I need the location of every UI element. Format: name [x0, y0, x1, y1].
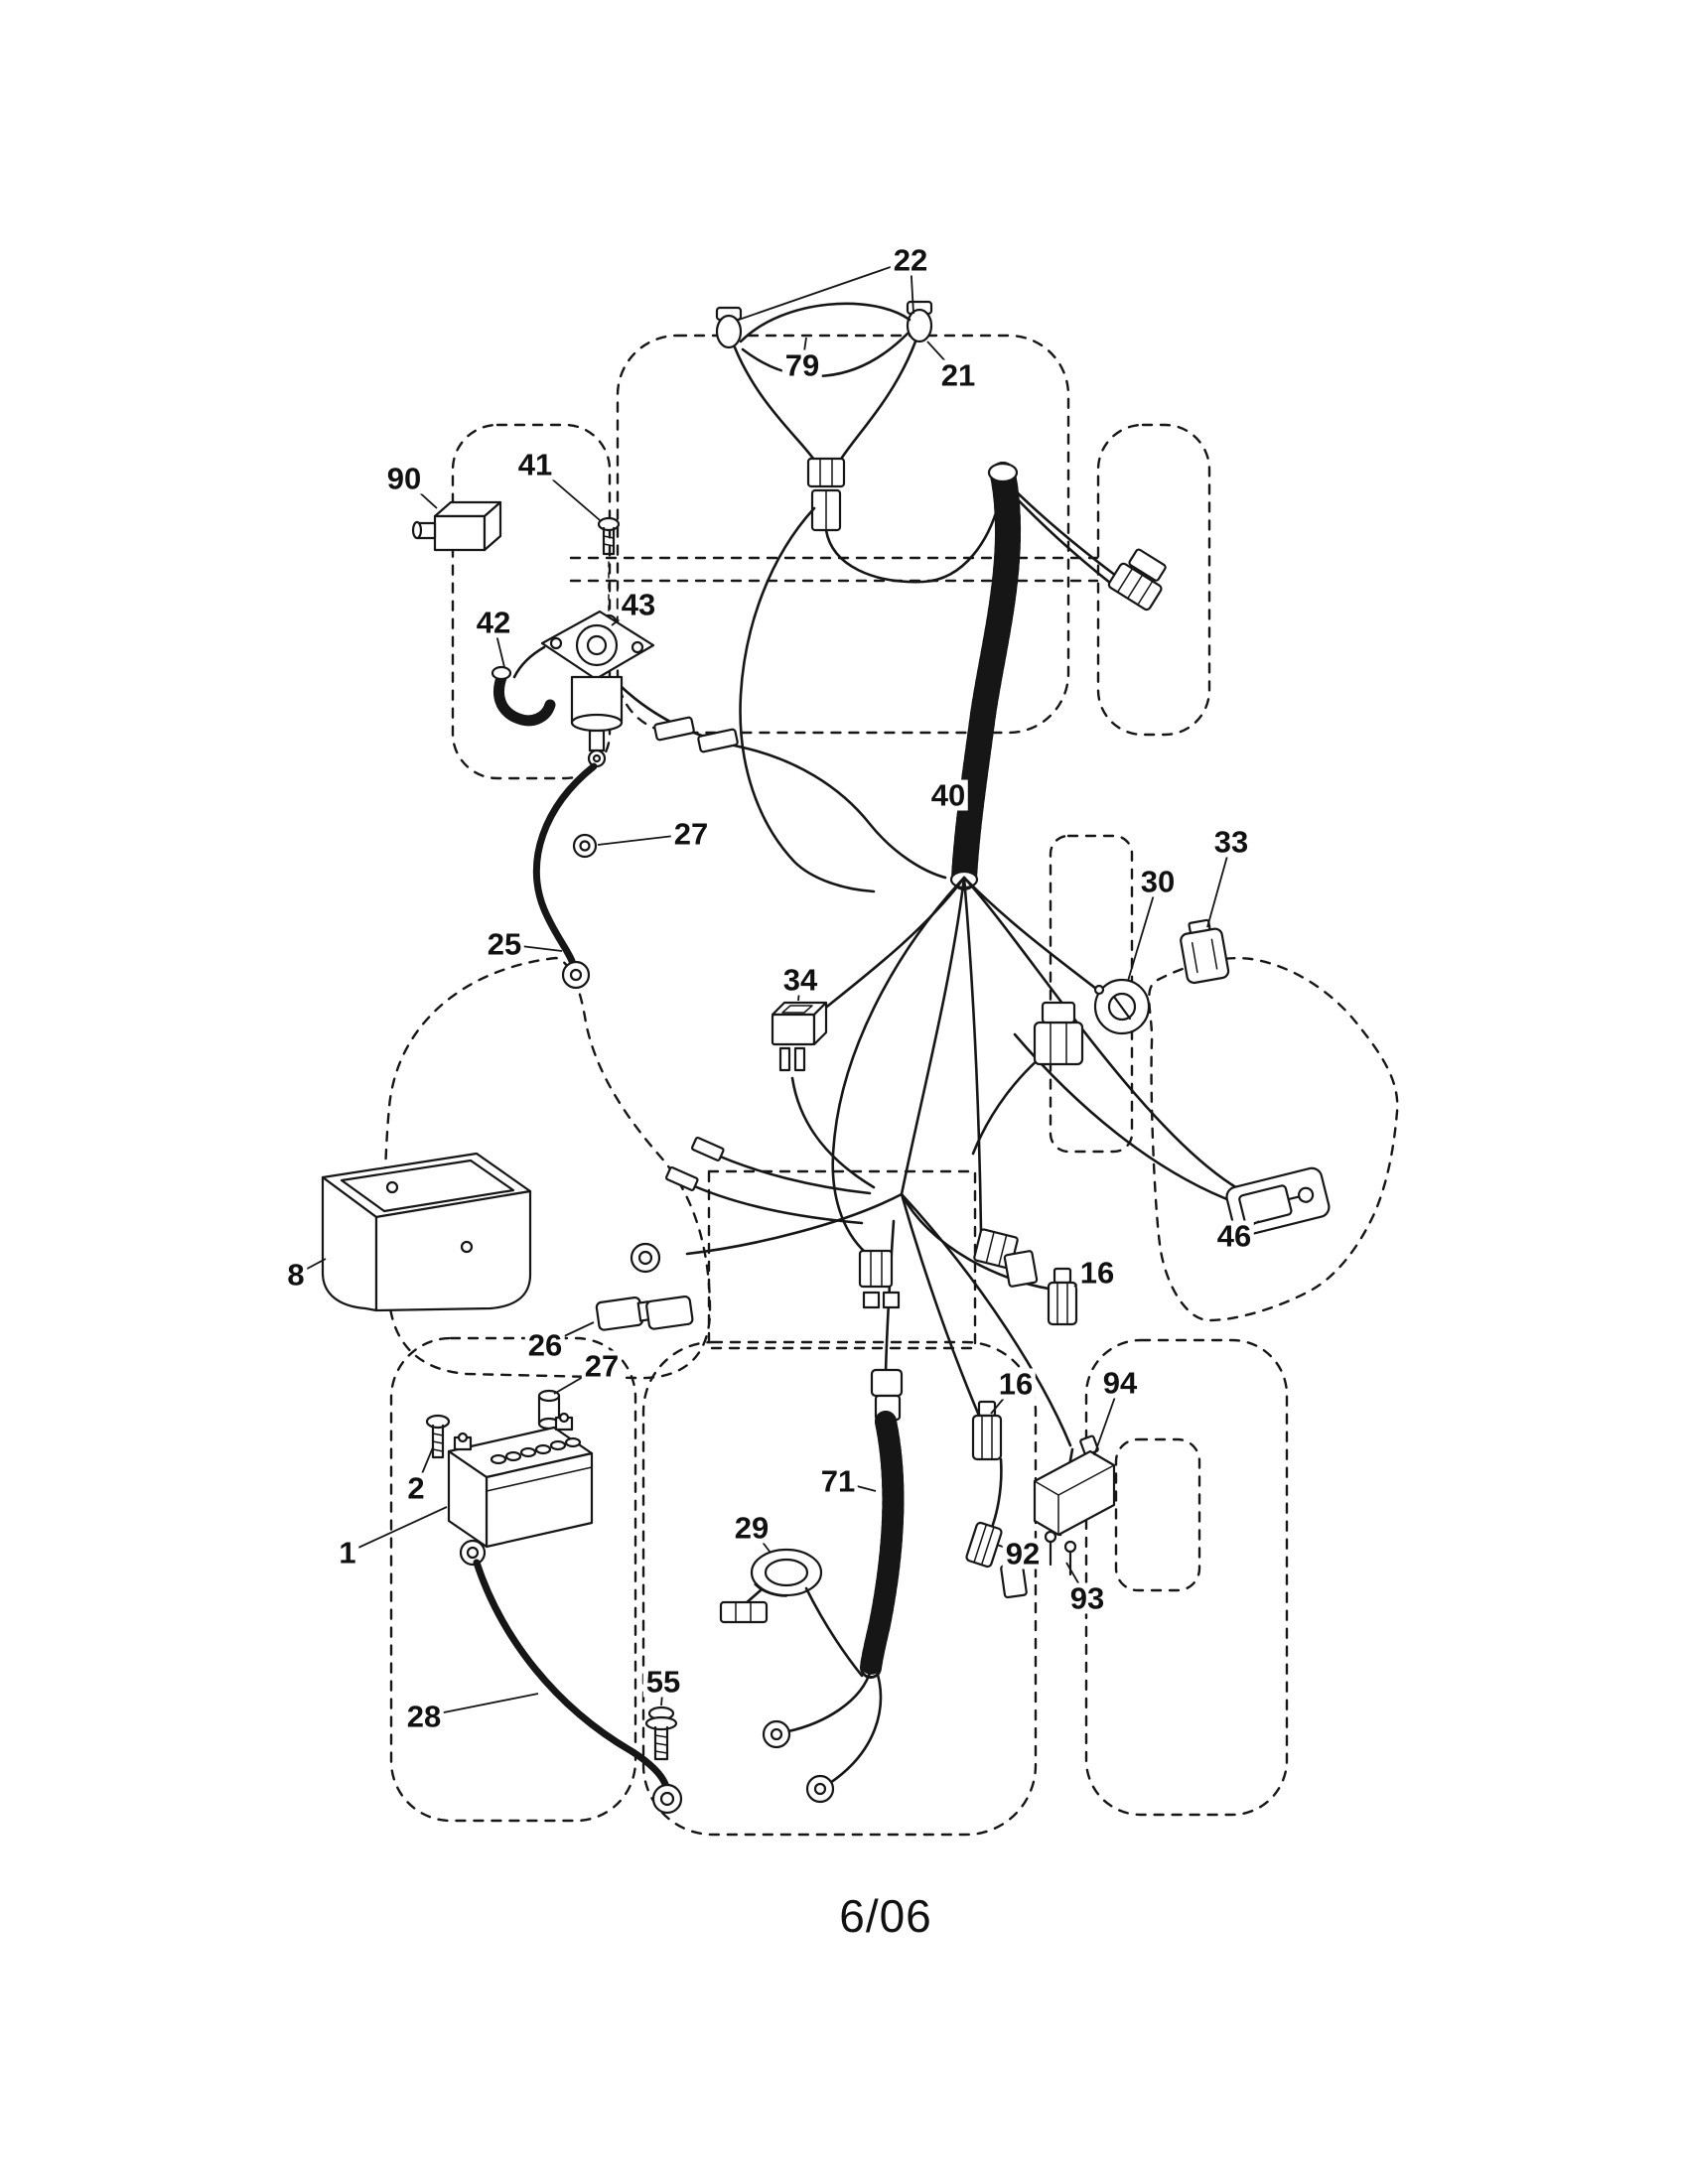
key-set-illustration: [1225, 1166, 1331, 1237]
part-number-label: 79: [781, 349, 823, 381]
battery-illustration: [447, 1412, 594, 1549]
part-number-label: 1: [336, 1537, 359, 1569]
relay-box-illustration: [411, 500, 502, 552]
fuse-illustration: [1180, 918, 1230, 985]
part-number-label: 27: [670, 818, 712, 850]
part-number-label: 43: [618, 589, 659, 620]
harness-conduit-illustration: [949, 462, 1022, 890]
part-number-label: 8: [284, 1259, 308, 1291]
part-number-label: 30: [1137, 866, 1179, 897]
connector-92-illustration: [965, 1521, 1028, 1599]
part-number-label: 28: [403, 1701, 445, 1732]
part-number-label: 29: [731, 1512, 772, 1544]
ground-strap-illustration: [532, 762, 598, 990]
part-number-label: 92: [1002, 1538, 1044, 1570]
ground-cable-illustration: [459, 1539, 683, 1815]
connector-16-upper-illustration: [1047, 1267, 1078, 1326]
bracket-illustration: [1033, 1434, 1116, 1537]
grommet-illustration: [491, 665, 556, 727]
part-number-label: 27: [581, 1350, 623, 1382]
bracket-screws-illustration: [1044, 1530, 1077, 1576]
part-number-label: 21: [937, 359, 979, 391]
callout-leader-line: [738, 259, 912, 321]
headlight-wiring-illustration: [715, 300, 1003, 584]
callout-leader-line: [1127, 881, 1159, 982]
part-number-label: 93: [1066, 1582, 1108, 1614]
ignition-switch-illustration: [1033, 978, 1151, 1066]
part-number-label: 42: [473, 607, 514, 638]
part-number-label: 16: [995, 1368, 1037, 1400]
interlock-switch-illustration: [771, 1001, 828, 1072]
battery-bolt-illustration: [425, 1414, 451, 1459]
solenoid-illustration: [512, 610, 655, 768]
coiled-lead-illustration: [762, 1368, 905, 1804]
horn-illustration: [719, 1548, 864, 1678]
part-number-label: 25: [484, 928, 525, 960]
part-number-label: 55: [642, 1666, 684, 1698]
wiring-harness-illustration: [620, 480, 1241, 1537]
part-number-label: 41: [514, 449, 556, 480]
washer-illustration: [572, 833, 598, 859]
spacer-illustration: [537, 1389, 561, 1431]
part-number-label: 71: [817, 1465, 859, 1497]
part-number-label: 33: [1210, 826, 1252, 858]
battery-box-illustration: [321, 1152, 532, 1312]
date-code: 6/06: [839, 1890, 932, 1942]
part-number-label: 26: [524, 1329, 566, 1361]
part-number-label: 40: [927, 779, 969, 811]
connector-16-lower-illustration: [971, 1400, 1003, 1461]
ground-bolt-illustration: [644, 1706, 678, 1761]
part-number-label: 22: [890, 244, 931, 276]
part-number-label: 16: [1076, 1257, 1118, 1289]
part-number-label: 46: [1213, 1220, 1255, 1252]
fuse-holder-illustration: [595, 1295, 694, 1331]
part-number-label: 94: [1099, 1367, 1141, 1399]
callout-leader-line: [347, 1506, 448, 1554]
part-number-label: 2: [404, 1472, 428, 1504]
part-number-label: 34: [779, 964, 821, 996]
part-number-label: 90: [383, 463, 425, 494]
